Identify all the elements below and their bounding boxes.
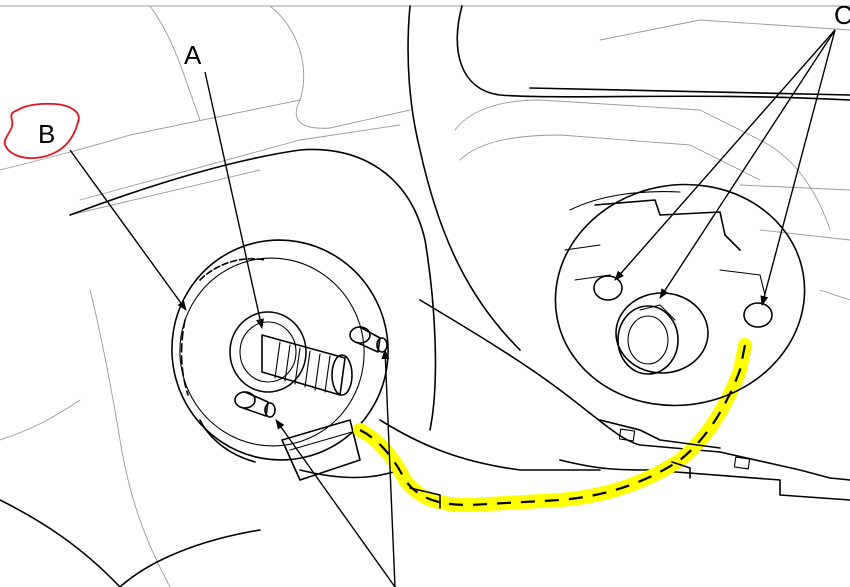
label-c: C — [834, 0, 850, 30]
column-mount — [554, 183, 806, 470]
leader-lines — [69, 29, 836, 587]
cable-reel-assembly — [171, 239, 389, 481]
label-a: A — [184, 40, 202, 70]
annotation-circle — [3, 102, 80, 159]
wire-harness-highlight — [353, 338, 752, 513]
background-structure — [0, 5, 850, 587]
label-b: B — [38, 119, 55, 149]
